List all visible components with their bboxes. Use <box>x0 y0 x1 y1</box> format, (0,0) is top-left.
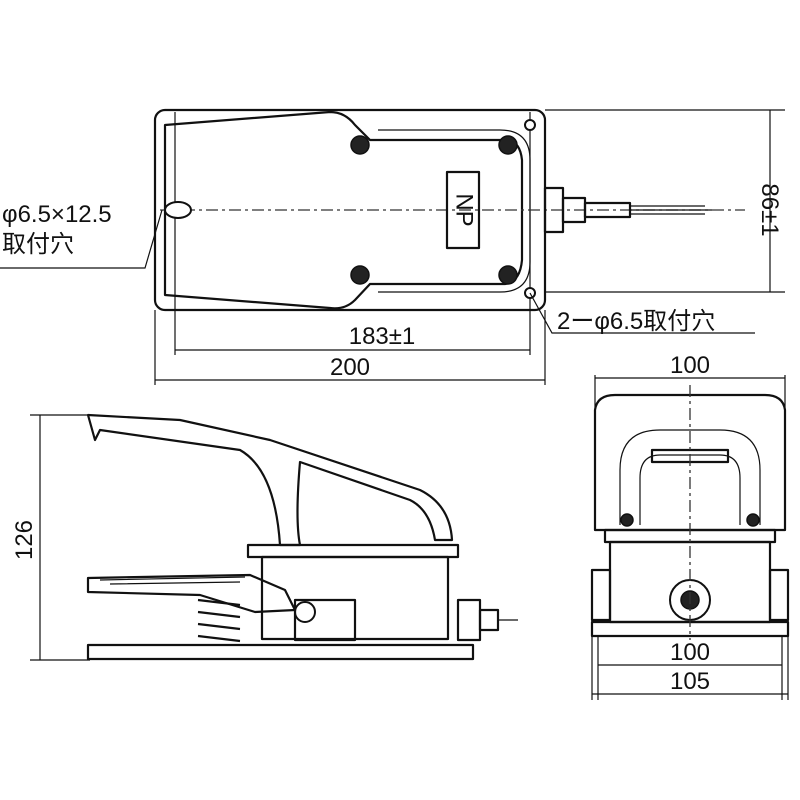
body-top-plate <box>246 543 460 559</box>
overall-width-dim-label: 105 <box>670 668 710 695</box>
front-view: 100 100 105 <box>590 352 790 700</box>
side-view: 126 <box>11 413 518 661</box>
height-dim-label: 86±1 <box>756 183 783 236</box>
pedal-outline <box>163 110 524 310</box>
spring-icon <box>197 598 241 643</box>
screw-icons <box>350 119 536 299</box>
base-width-dim-label: 100 <box>670 639 710 666</box>
slot-label-2: 取付穴 <box>2 231 74 258</box>
slot-hole <box>164 201 192 219</box>
holes-label: 2ーφ6.5取付穴 <box>557 308 715 335</box>
nameplate-label: NP <box>451 193 478 226</box>
top-view: NP 86±1 183±1 200 φ6.5×12.5 取付穴 2ーφ6.5取付… <box>0 108 785 385</box>
pedal-side <box>86 413 454 547</box>
top-width-dim-label: 100 <box>670 352 710 379</box>
base-plate <box>86 643 475 661</box>
slot-label: φ6.5×12.5 <box>2 201 112 228</box>
nameplate <box>445 170 481 250</box>
side-height-dim-label: 126 <box>11 520 38 560</box>
length-dim-label: 200 <box>330 354 370 381</box>
hole-pitch-dim-label: 183±1 <box>349 323 416 350</box>
lower-pedal <box>86 573 297 614</box>
